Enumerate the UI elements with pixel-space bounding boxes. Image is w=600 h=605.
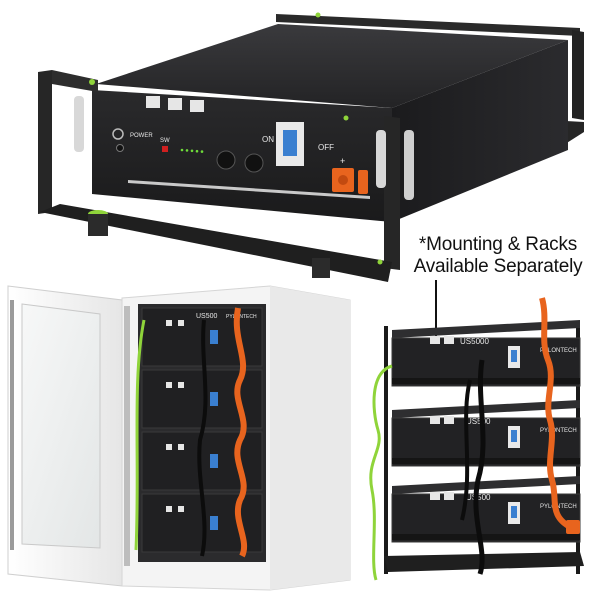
rack-orange-cable (539, 297, 574, 531)
rear-rail (276, 14, 580, 36)
plus-label: + (340, 156, 345, 166)
unit-front-panel (92, 90, 392, 222)
status-leds (180, 148, 204, 153)
port-1 (146, 96, 160, 108)
terminal-right (244, 153, 264, 173)
caption-line-2: Available Separately (413, 256, 583, 277)
power-label: POWER (130, 133, 153, 139)
unit-top (96, 24, 568, 108)
port-2 (168, 98, 182, 110)
front-bracket-right (384, 116, 400, 270)
cabinet-green-cable (134, 319, 146, 551)
on-label: ON (262, 135, 274, 144)
handle-right (376, 130, 386, 188)
battery-cabinet: US500 PYLONTECH (7, 285, 351, 591)
port-3 (190, 100, 204, 112)
sw-button (162, 146, 168, 152)
rack-unit-1-brand: PYLONTECH (540, 348, 577, 354)
handle-left (74, 96, 84, 152)
terminal-left (216, 150, 236, 170)
caption-line-1: *Mounting & Racks (418, 234, 578, 255)
rack-unit-3-model: US500 (466, 493, 491, 502)
rack-stack: US5000 PYLONTECH US500 PYLONTECH US500 P… (369, 297, 584, 581)
cabinet-glass (21, 303, 101, 549)
mounting-caption: *Mounting & Racks Available Separately (398, 234, 598, 278)
cabinet-model: US500 (196, 313, 218, 320)
sw-label: SW (160, 138, 170, 144)
rack-unit-2-brand: PYLONTECH (540, 428, 577, 434)
rack-unit-2-model: US500 (466, 417, 491, 426)
bottom-bracket (40, 204, 392, 282)
unit-side (392, 40, 568, 222)
cabinet-orange-cable (233, 307, 248, 558)
rack-unit-1-model: US5000 (460, 337, 489, 346)
top-battery-unit: POWER SW ON OFF + (38, 12, 584, 282)
rack-green-cable (369, 364, 393, 581)
power-button (112, 128, 124, 140)
cabinet-brand: PYLONTECH (226, 314, 257, 320)
off-label: OFF (318, 143, 334, 152)
front-bracket-left (38, 70, 52, 214)
